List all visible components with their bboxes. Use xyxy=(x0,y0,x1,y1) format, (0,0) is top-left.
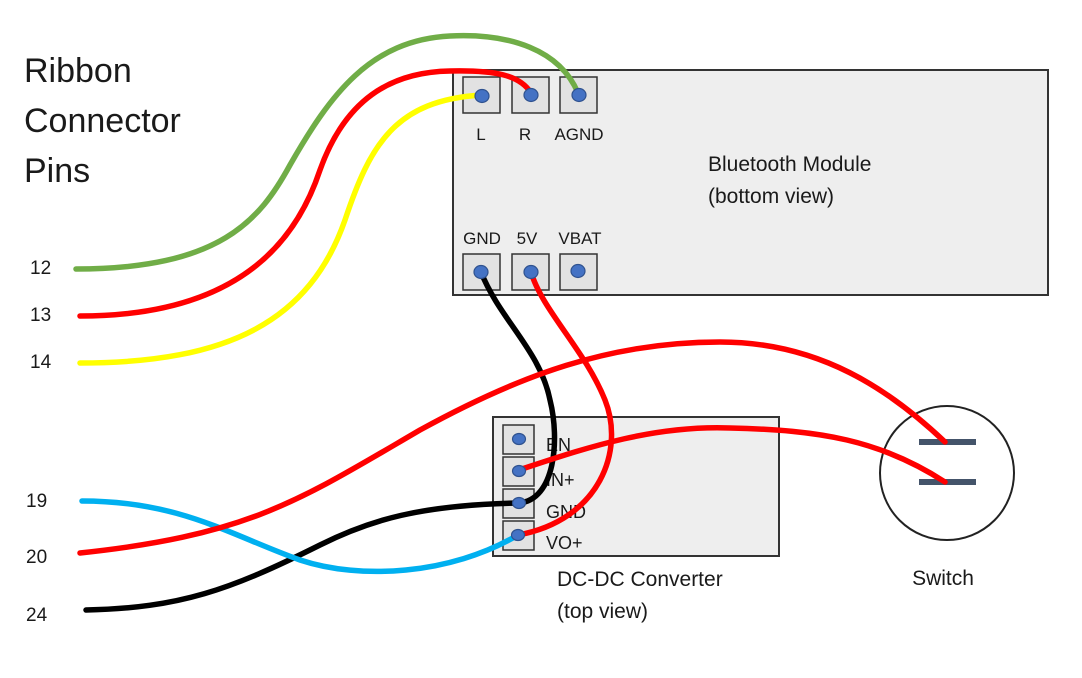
converter-body xyxy=(492,416,780,557)
switch: Switch xyxy=(879,405,1015,590)
bt-pin-label-vbat: VBAT xyxy=(558,229,601,248)
switch-body xyxy=(879,405,1015,541)
bt-pin-label-gnd: GND xyxy=(463,229,501,248)
conv-pin-label-in-plus: IN+ xyxy=(546,470,575,490)
wire-red-pin20-switch xyxy=(77,339,948,556)
bluetooth-module: L R AGND GND 5V VBAT Bluetooth Module (b… xyxy=(452,69,1049,296)
bt-dot-vbat xyxy=(570,263,586,279)
bt-dot-agnd xyxy=(571,87,587,103)
conv-dot-in-plus xyxy=(511,464,527,478)
bt-pin-label-l: L xyxy=(476,125,485,144)
bt-dot-5v xyxy=(523,264,539,280)
title-line-1: Ribbon xyxy=(24,52,132,90)
bluetooth-module-view: (bottom view) xyxy=(708,185,834,208)
conv-dot-vo-plus xyxy=(510,528,526,542)
ribbon-pin-24: 24 xyxy=(26,605,48,626)
converter-name: DC-DC Converter xyxy=(557,568,723,591)
title-line-2: Connector xyxy=(24,102,181,140)
ribbon-pin-14: 14 xyxy=(30,352,52,373)
ribbon-pin-20: 20 xyxy=(26,547,47,568)
wire-red-5v-vo-plus xyxy=(515,269,615,538)
conv-dot-en xyxy=(511,432,527,446)
conv-dot-gnd xyxy=(511,496,527,510)
ribbon-pin-12: 12 xyxy=(30,258,51,279)
bt-pin-label-5v: 5V xyxy=(517,229,538,248)
conv-pin-label-vo-plus: VO+ xyxy=(546,533,583,553)
wire-red-pin13-r xyxy=(77,68,534,319)
switch-label: Switch xyxy=(912,567,974,590)
ribbon-pin-13: 13 xyxy=(30,305,51,326)
bt-dot-l xyxy=(474,88,490,104)
bt-dot-r xyxy=(523,87,539,103)
bluetooth-module-body xyxy=(452,69,1049,296)
ribbon-pin-19: 19 xyxy=(26,491,47,512)
bt-dot-gnd xyxy=(473,264,489,280)
wire-blue-pin19-vo-plus xyxy=(79,498,521,575)
dc-dc-converter: EN IN+ GND VO+ DC-DC Converter (top view… xyxy=(492,416,780,623)
bluetooth-module-name: Bluetooth Module xyxy=(708,153,871,176)
title-line-3: Pins xyxy=(24,152,90,190)
converter-view: (top view) xyxy=(557,600,648,623)
wire-red-in-plus-switch xyxy=(516,425,948,485)
bt-pin-label-r: R xyxy=(519,125,531,144)
bt-pin-label-agnd: AGND xyxy=(554,125,603,144)
wire-black-gnd-pin24 xyxy=(83,269,558,613)
wire-green-pin12-agnd xyxy=(73,32,581,272)
wire-yellow-pin14-l xyxy=(77,92,485,366)
